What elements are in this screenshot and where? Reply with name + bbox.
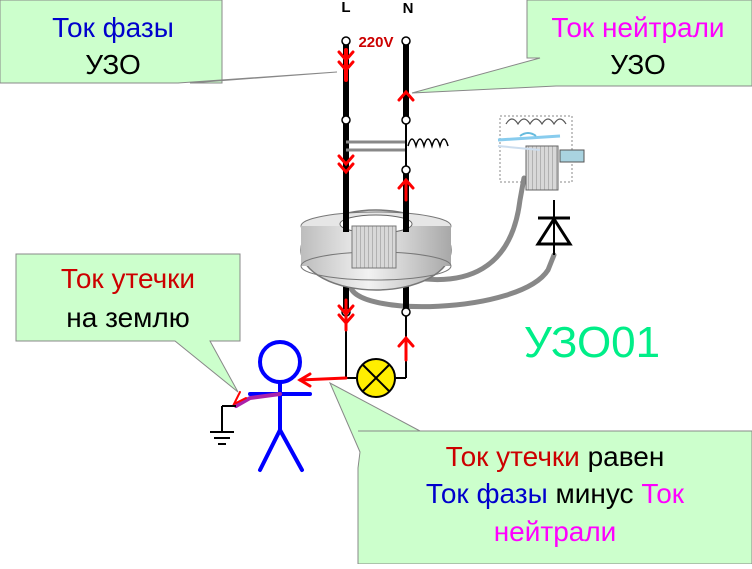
lamp-icon: [356, 358, 396, 398]
conductors-through-toroid: [343, 206, 409, 232]
coil-tap-n: [401, 165, 411, 175]
terminal-l-label: L: [341, 0, 350, 16]
trip-coil: [407, 138, 449, 149]
terminal-l-top: [341, 36, 351, 46]
summary-leak-text: Ток утечки: [446, 441, 580, 472]
arrow-n-3: [397, 335, 415, 348]
callout-leak-line1: Ток утечки: [61, 263, 195, 294]
callout-summary: Ток утечки равен Ток фазы минус Ток нейт…: [328, 381, 752, 565]
toroid-transformer-icon: [300, 209, 452, 291]
summary-current-text: Ток: [641, 478, 684, 509]
callout-neutral-line1: Ток нейтрали: [551, 12, 724, 43]
terminal-n-label: N: [403, 0, 414, 17]
callout-neutral-line2: УЗО: [610, 49, 666, 80]
callout-summary-line2: Ток фазы минус Ток: [426, 478, 685, 509]
brand-label: УЗО01: [524, 318, 660, 367]
terminal-n-top: [401, 36, 411, 46]
arrow-n-2: [397, 177, 415, 190]
callout-neutral-current: Ток нейтрали УЗО: [411, 0, 752, 94]
callout-phase-line2: УЗО: [85, 49, 141, 80]
summary-minus-text: минус: [548, 478, 642, 509]
ground-icon: [210, 405, 236, 445]
current-arrows: [297, 48, 415, 388]
arrow-leak-person: [298, 376, 348, 382]
terminals: [341, 36, 411, 317]
summary-phase-text: Ток фазы: [426, 478, 548, 509]
arrow-l-2: [337, 154, 355, 175]
terminal-n-bottom: [401, 307, 411, 317]
callout-summary-line3: нейтрали: [494, 516, 617, 547]
callout-leak-line2: на землю: [66, 302, 190, 333]
person-icon: [248, 340, 312, 472]
switch-contact-n: [401, 115, 411, 125]
switch-contact-l: [341, 115, 351, 125]
diode-icon: [535, 200, 573, 255]
callout-phase-current: Ток фазы УЗО: [0, 0, 338, 84]
voltage-label: 220V: [358, 34, 393, 51]
leakage-path: [231, 391, 282, 408]
callout-phase-line1: Ток фазы: [52, 12, 174, 43]
arrow-n-1: [397, 89, 415, 102]
rcd-switch: [346, 122, 407, 166]
callout-leakage-ground: Ток утечки на землю: [15, 253, 241, 393]
summary-equals-text: равен: [580, 441, 665, 472]
relay-coil-icon: [497, 115, 585, 191]
callout-summary-line1: Ток утечки равен: [446, 441, 665, 472]
